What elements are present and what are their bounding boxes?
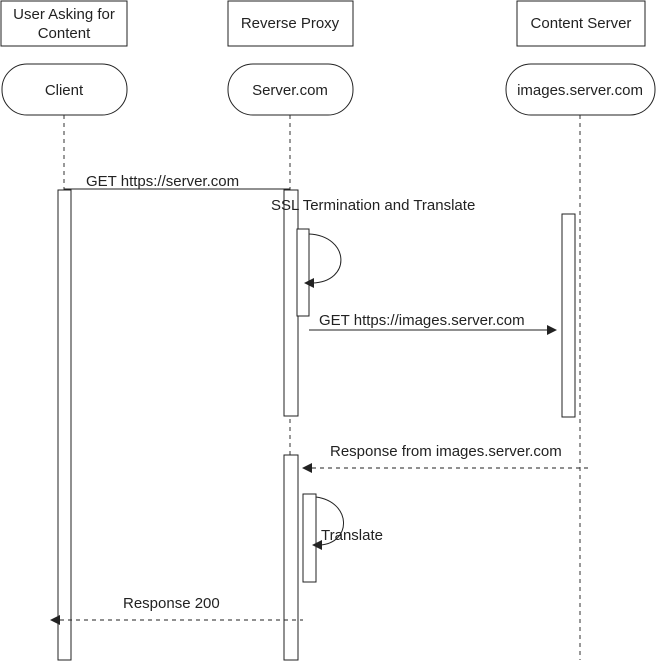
activation-proxy-ssl (296, 228, 310, 317)
message-get-server-label: GET https://server.com (86, 173, 239, 190)
participant-content-server-label: images.server.com (517, 82, 643, 99)
message-translate-label: Translate (321, 527, 383, 544)
message-ssl-label: SSL Termination and Translate (271, 197, 475, 214)
participant-client (1, 63, 128, 116)
message-response-images-arrowhead (302, 463, 312, 473)
self-call-ssl-arc (308, 233, 342, 284)
self-call-ssl-arrowhead (304, 278, 314, 288)
activation-proxy-2 (283, 454, 299, 661)
participant-content-server (505, 63, 656, 116)
message-response-images-label: Response from images.server.com (330, 443, 562, 460)
message-get-images-label: GET https://images.server.com (319, 312, 525, 329)
role-label-client-line1: User Asking for (13, 6, 115, 23)
message-get-images-arrowhead (547, 325, 557, 335)
message-response-200-arrowhead (50, 615, 60, 625)
activation-content-server (561, 213, 576, 418)
role-label-proxy: Reverse Proxy (241, 15, 340, 32)
participant-proxy (227, 63, 354, 116)
role-box-content-server (516, 0, 646, 47)
message-response-200-label: Response 200 (123, 595, 220, 612)
role-box-proxy (227, 0, 354, 47)
role-box-client (0, 0, 128, 47)
participant-proxy-label: Server.com (252, 82, 328, 99)
self-call-translate-arc (315, 496, 344, 546)
activation-proxy-1 (283, 189, 299, 417)
activation-client (57, 189, 72, 661)
role-label-client-line2: Content (38, 25, 91, 42)
self-call-translate-arrowhead (312, 540, 322, 550)
role-label-content-server: Content Server (531, 15, 632, 32)
activation-proxy-translate (302, 493, 317, 583)
participant-client-label: Client (45, 82, 84, 99)
